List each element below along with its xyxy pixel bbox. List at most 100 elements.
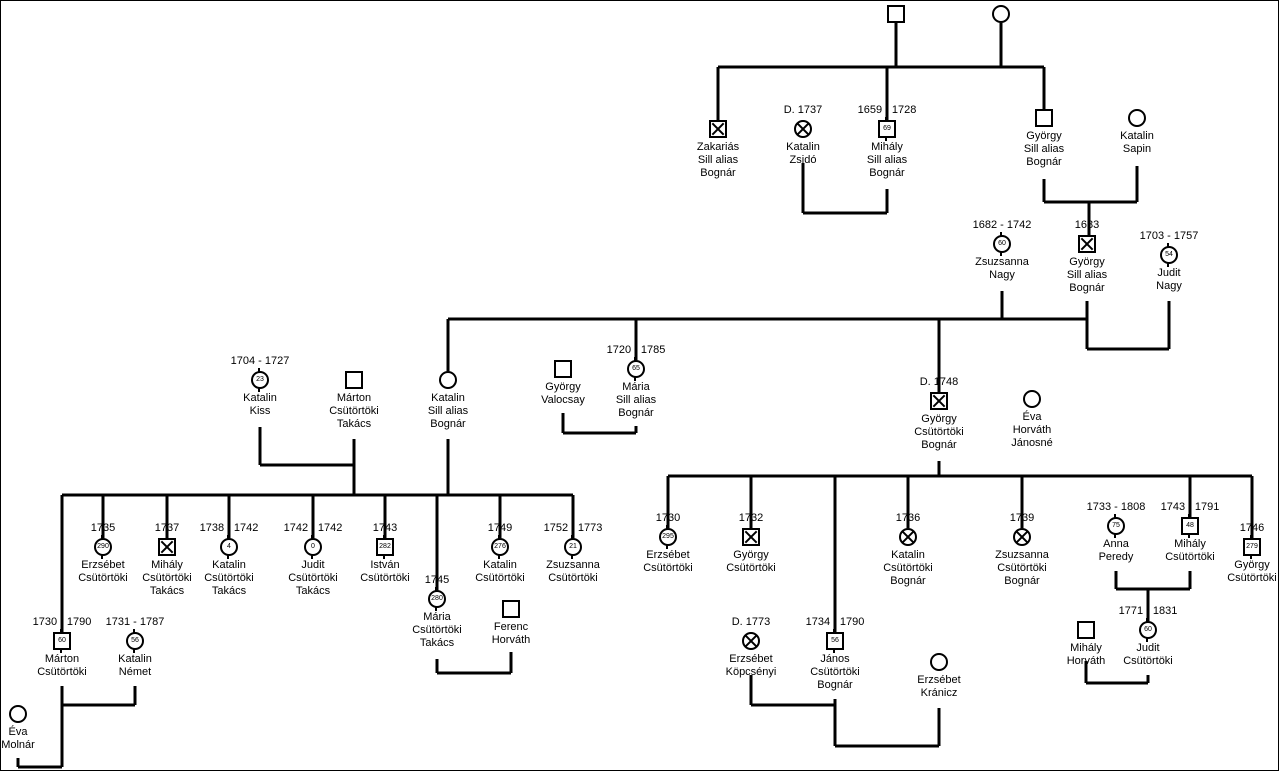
name-line: Valocsay xyxy=(541,394,585,406)
male-symbol-icon: 279 xyxy=(1243,535,1261,559)
name-line: Nagy xyxy=(989,269,1015,281)
name-line: Csütörtöki xyxy=(37,666,87,678)
name-line: Csütörtöki xyxy=(643,562,693,574)
male-symbol-icon xyxy=(502,600,520,618)
name-line: Zakariás xyxy=(696,141,740,153)
name-line: Bognár xyxy=(921,439,957,451)
name-line: Judit xyxy=(1157,267,1181,279)
age-label: 65 xyxy=(630,364,642,374)
age-label: 290 xyxy=(97,542,109,552)
name-line: Mária xyxy=(423,611,451,623)
name-line: Judit xyxy=(1136,642,1160,654)
name-line: Csütörtöki xyxy=(475,572,525,584)
name-line: Bognár xyxy=(430,418,466,430)
name-line: Bognár xyxy=(890,575,926,587)
name-line: Bognár xyxy=(700,167,736,179)
name-line: Bognár xyxy=(1026,156,1062,168)
female-symbol-icon: 60 xyxy=(993,232,1011,256)
female-symbol-icon xyxy=(742,632,760,650)
female-symbol-icon: 21 xyxy=(564,535,582,559)
male-symbol-icon xyxy=(554,360,572,378)
age-label: 75 xyxy=(1110,521,1122,531)
life-years-label: 1743 xyxy=(372,522,398,534)
name-line: Zsuzsanna xyxy=(975,256,1029,268)
life-years-label: 1749 xyxy=(487,522,513,534)
name-line: Bognár xyxy=(1069,282,1105,294)
name-line: Csütörtöki xyxy=(726,562,776,574)
age-label: 282 xyxy=(379,542,391,552)
name-line: János xyxy=(820,653,850,665)
name-line: Német xyxy=(118,666,152,678)
name-line: Katalin xyxy=(1120,130,1154,142)
name-line: Mihály xyxy=(1174,538,1206,550)
male-symbol-icon xyxy=(1078,235,1096,253)
name-line: György xyxy=(733,549,769,561)
life-years-label: 1733 - 1808 xyxy=(1086,501,1146,513)
name-line: Erzsébet xyxy=(729,653,773,665)
name-line: Jánosné xyxy=(1011,437,1053,449)
life-years-label: 1743 - 1791 xyxy=(1160,501,1220,513)
life-years-label: 1742 - 1742 xyxy=(283,522,343,534)
name-line: György xyxy=(545,381,581,393)
name-line: Csütörtöki xyxy=(204,572,254,584)
life-years-label: D. 1737 xyxy=(783,104,823,116)
name-line: Sill alias xyxy=(1066,269,1108,281)
name-line: Köpcsényi xyxy=(725,666,777,678)
name-line: Csütörtöki xyxy=(914,426,964,438)
name-line: Csütörtöki xyxy=(142,572,192,584)
age-label: 60 xyxy=(996,239,1008,249)
name-line: Katalin xyxy=(431,392,465,404)
name-line: Kiss xyxy=(249,405,271,417)
name-line: Csütörtöki xyxy=(1165,551,1215,563)
age-label: 60 xyxy=(56,636,68,646)
female-symbol-icon: 56 xyxy=(126,629,144,653)
name-line: Horváth xyxy=(491,634,531,646)
male-symbol-icon: 69 xyxy=(878,117,896,141)
name-line: Bognár xyxy=(817,679,853,691)
name-line: Bognár xyxy=(618,407,654,419)
name-line: György xyxy=(921,413,957,425)
male-symbol-icon: 60 xyxy=(53,629,71,653)
name-line: Katalin xyxy=(243,392,277,404)
name-line: Csütörtöki xyxy=(1123,655,1173,667)
name-line: Zsidó xyxy=(789,154,817,166)
female-symbol-icon xyxy=(899,528,917,546)
life-years-label: 1734 - 1790 xyxy=(805,616,865,628)
age-label: 279 xyxy=(1246,542,1258,552)
life-years-label: 1737 xyxy=(154,522,180,534)
male-symbol-icon xyxy=(345,371,363,389)
name-line: Katalin xyxy=(786,141,820,153)
age-label: 69 xyxy=(881,124,893,134)
life-years-label: D. 1748 xyxy=(919,376,959,388)
male-symbol-icon xyxy=(887,5,905,23)
female-symbol-icon xyxy=(1023,390,1041,408)
female-symbol-icon: 4 xyxy=(220,535,238,559)
age-label: 56 xyxy=(829,636,841,646)
